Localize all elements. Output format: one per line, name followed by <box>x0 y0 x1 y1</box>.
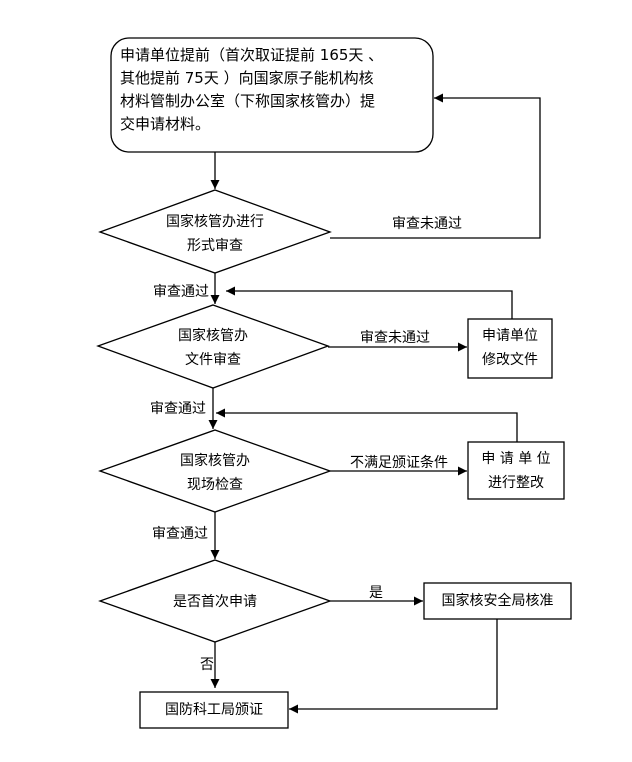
fix1-label: 申请单位 修改文件 <box>470 326 550 370</box>
start-line-4: 交申请材料。 <box>120 115 211 133</box>
start-line-2: 其他提前 75天 ）向国家原子能机构核 <box>120 69 374 87</box>
d2-fail-label: 审查未通过 <box>360 330 430 346</box>
d1-line-2: 形式审查 <box>187 238 243 254</box>
d2-line-1: 国家核管办 <box>178 328 248 344</box>
start-step-text: 申请单位提前（首次取证提前 165天 、 其他提前 75天 ）向国家原子能机构核… <box>120 44 420 136</box>
arrow-approval-to-issue <box>289 619 498 714</box>
d3-line-1: 国家核管办 <box>180 453 250 469</box>
arrow-fix1-return <box>226 286 513 319</box>
start-line-3: 材料管制办公室（下称国家核管办）提 <box>120 92 376 110</box>
approval-label: 国家核安全局核准 <box>441 593 554 609</box>
fix1-line-2: 修改文件 <box>482 352 538 368</box>
d1-line-1: 国家核管办进行 <box>166 214 264 230</box>
start-line-1: 申请单位提前（首次取证提前 165天 、 <box>120 46 384 64</box>
pass-label-2: 审查通过 <box>150 401 206 417</box>
box-modify-documents <box>467 318 553 379</box>
arrow-d1-fail-loop <box>330 93 541 239</box>
fix2-label: 申 请 单 位 进行整改 <box>470 449 562 493</box>
fix1-line-1: 申请单位 <box>482 328 538 344</box>
d3-fail-label: 不满足颁证条件 <box>350 455 448 471</box>
d1-label: 国家核管办进行 形式审查 <box>145 212 285 256</box>
box-rectify <box>467 441 565 500</box>
fix2-line-2: 进行整改 <box>488 475 544 491</box>
arrow-fix2-return <box>216 408 518 442</box>
start-box <box>110 37 434 153</box>
d2-label: 国家核管办 文件审查 <box>148 326 278 370</box>
d1-fail-label: 审查未通过 <box>392 216 462 232</box>
d4-yes-label: 是 <box>369 585 383 601</box>
d2-line-2: 文件审查 <box>185 352 241 368</box>
pass-label-1: 审查通过 <box>153 284 209 300</box>
box-sastind-issue <box>139 691 289 729</box>
d3-label: 国家核管办 现场检查 <box>150 451 280 495</box>
fix2-line-1: 申 请 单 位 <box>481 451 551 467</box>
d3-line-2: 现场检查 <box>187 477 243 493</box>
issue-label: 国防科工局颁证 <box>165 702 263 718</box>
pass-label-3: 审查通过 <box>152 526 208 542</box>
d4-label: 是否首次申请 <box>173 594 257 610</box>
d4-no-label: 否 <box>200 657 214 673</box>
